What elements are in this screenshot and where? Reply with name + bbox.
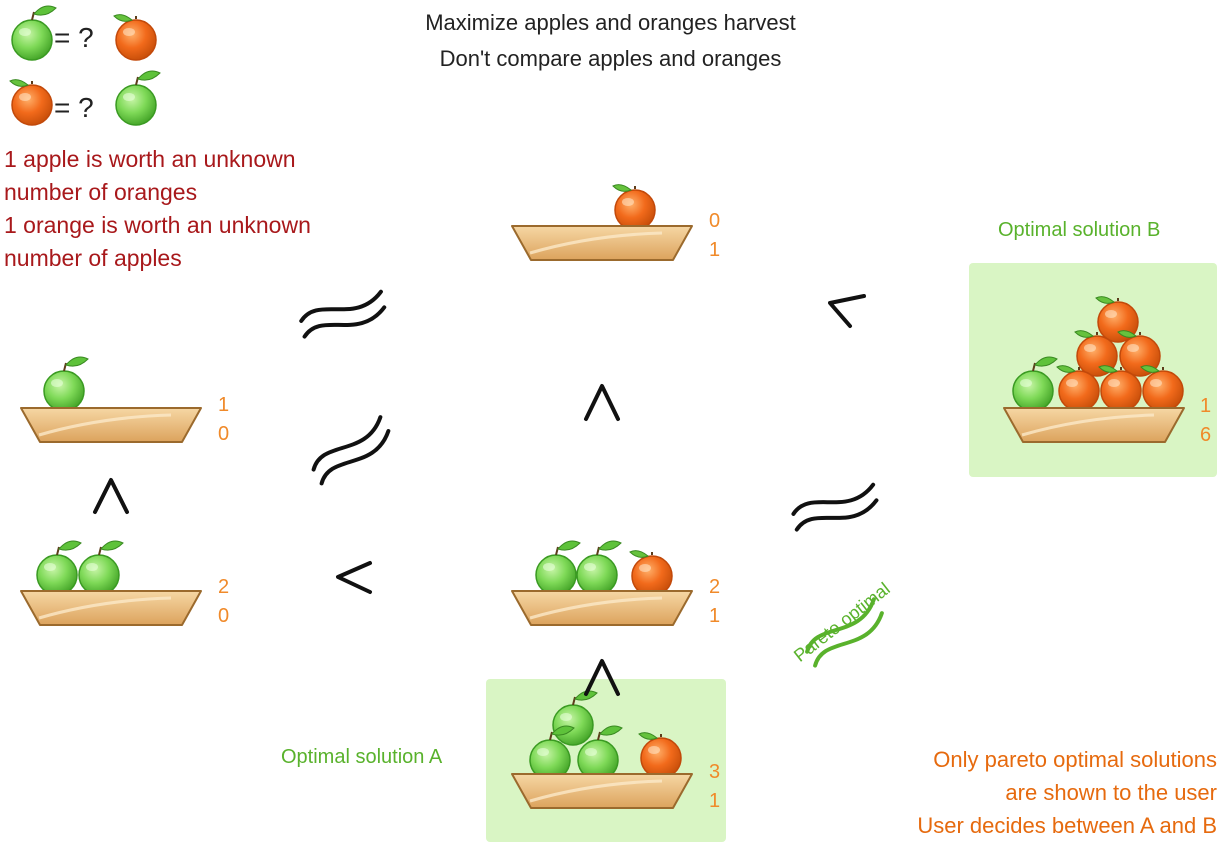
orange-count: 1 xyxy=(709,605,721,627)
apple-count: 0 xyxy=(709,210,721,232)
approx-symbol-right xyxy=(788,482,881,532)
greater-than-symbol-center-bottom xyxy=(584,659,620,696)
orange-count: 0 xyxy=(218,423,230,445)
basket-center xyxy=(510,540,694,627)
less-than-symbol xyxy=(336,561,372,594)
footer-line-1: Only pareto optimal solutions xyxy=(933,747,1217,772)
header-line-1: Maximize apples and oranges harvest xyxy=(425,10,796,35)
basket-top-center-count: 0 1 xyxy=(709,207,720,265)
legend-note-line-3: 1 orange is worth an unknown xyxy=(4,212,311,238)
basket-center-count: 2 1 xyxy=(709,573,720,631)
apple-count: 1 xyxy=(218,394,230,416)
greater-than-symbol-left xyxy=(93,478,129,514)
basket-solution-b-count: 1 6 xyxy=(1200,392,1211,450)
apple-count: 1 xyxy=(1200,395,1212,417)
legend-apple-icon-2 xyxy=(115,70,161,126)
legend-eq-1: = ? xyxy=(54,22,94,53)
optimal-solution-b-label: Optimal solution B xyxy=(998,219,1161,241)
orange-count: 0 xyxy=(218,605,230,627)
basket-solution-a xyxy=(510,690,694,810)
basket-solution-a-count: 3 1 xyxy=(709,758,720,816)
less-than-symbol-right xyxy=(828,294,866,328)
footer-line-2: are shown to the user xyxy=(1005,780,1217,805)
apple-count: 2 xyxy=(218,576,230,598)
apple-count: 3 xyxy=(709,761,721,783)
basket-top-center xyxy=(510,183,694,262)
legend-note-line-2: number of oranges xyxy=(4,179,198,205)
footer-line-3: User decides between A and B xyxy=(917,813,1217,838)
greater-than-symbol-center-top xyxy=(584,384,620,421)
optimal-solution-a-label: Optimal solution A xyxy=(281,746,443,768)
approx-symbol-pareto xyxy=(799,597,890,668)
basket-left-upper-count: 1 0 xyxy=(218,391,229,449)
legend-apple-icon xyxy=(11,5,57,61)
orange-count: 1 xyxy=(709,790,721,812)
orange-count: 1 xyxy=(709,239,721,261)
footer-text: Only pareto optimal solutions are shown … xyxy=(917,743,1217,842)
approx-symbol-upper xyxy=(296,289,389,339)
legend-note-line-4: number of apples xyxy=(4,245,182,271)
basket-solution-b xyxy=(1002,295,1186,444)
legend-note: 1 apple is worth an unknown number of or… xyxy=(4,143,311,275)
legend-eq-2: = ? xyxy=(54,92,94,123)
legend-orange-icon xyxy=(113,13,157,62)
basket-left-lower xyxy=(19,540,203,627)
header-line-2: Don't compare apples and oranges xyxy=(439,46,782,71)
basket-left-lower-count: 2 0 xyxy=(218,573,229,631)
basket-left-upper xyxy=(19,356,203,444)
orange-count: 6 xyxy=(1200,424,1212,446)
legend-note-line-1: 1 apple is worth an unknown xyxy=(4,146,296,172)
legend-orange-icon-2 xyxy=(9,78,53,126)
apple-count: 2 xyxy=(709,576,721,598)
approx-symbol-middle xyxy=(305,415,397,486)
